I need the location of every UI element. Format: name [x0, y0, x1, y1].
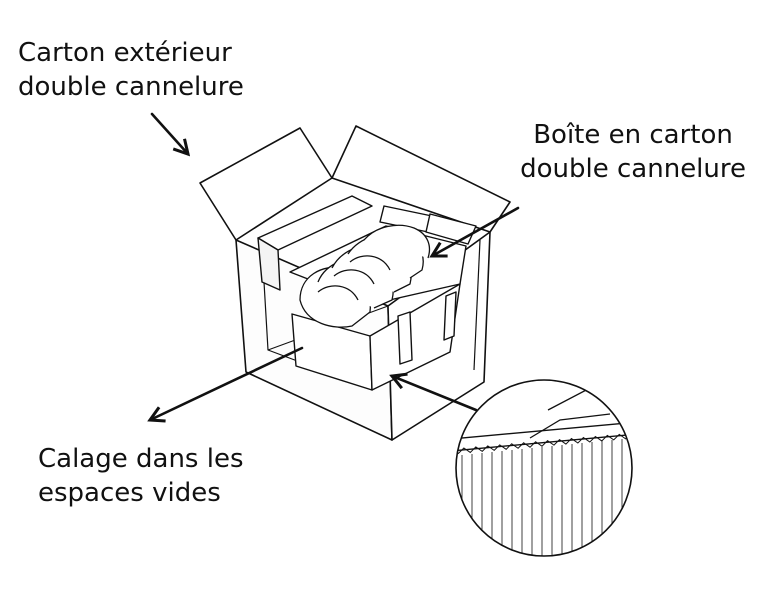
callout-arrows — [150, 112, 520, 420]
label-void-fill: Calage dans les espaces vides — [38, 442, 244, 510]
inner-box-right-wall — [369, 283, 461, 391]
label-inner-box-line2: double cannelure — [520, 154, 746, 184]
label-inner-box: Boîte en carton double cannelure — [520, 118, 746, 186]
label-outer-carton-line1: Carton extérieur — [18, 38, 232, 68]
label-void-fill-line1: Calage dans les — [38, 444, 244, 474]
corrugation-zoom — [455, 379, 633, 557]
label-outer-carton: Carton extérieur double cannelure — [18, 36, 244, 104]
outer-carton-flap-right — [331, 125, 511, 233]
label-void-fill-line2: espaces vides — [38, 478, 221, 508]
product — [299, 224, 431, 328]
arrow-zoom — [392, 376, 478, 412]
label-inner-box-line1: Boîte en carton — [533, 120, 733, 150]
inner-box — [257, 195, 477, 391]
arrow-void-fill — [150, 346, 304, 420]
label-outer-carton-line2: double cannelure — [18, 72, 244, 102]
arrow-outer-carton — [150, 112, 188, 154]
arrow-inner-box — [432, 206, 520, 256]
